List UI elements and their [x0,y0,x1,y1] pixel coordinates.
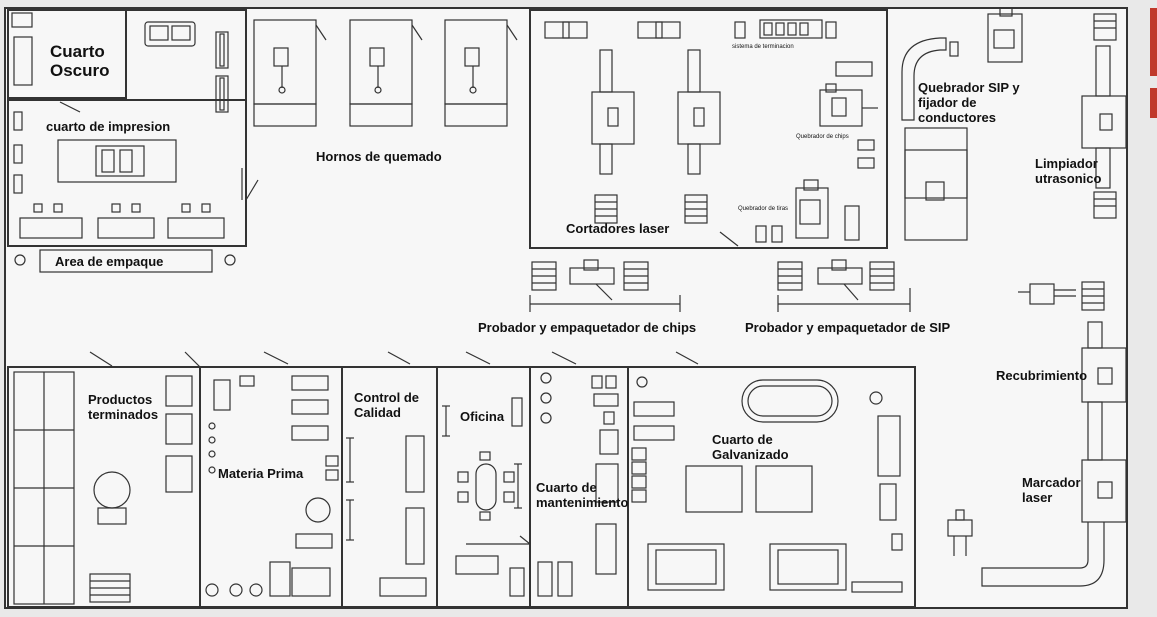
tray-stack-icon [1093,13,1117,41]
room-label-printing: cuarto de impresion [46,119,171,134]
door-icon [551,351,577,365]
tank-icon [741,379,839,423]
door-icon [719,231,739,247]
print-table [57,139,177,183]
terminal-block-icon [759,19,823,39]
conveyor-icon [981,522,1105,587]
robot-arm-icon [817,259,863,301]
room-label-darkroom: Cuarto Oscuro [50,42,110,80]
tray-stack-icon [684,194,708,224]
robot-arm-icon [1018,283,1076,305]
robot-arm-icon [987,7,1023,63]
tray-stack-icon [869,261,895,291]
furnace-icon [349,19,423,127]
door-icon [465,351,491,365]
duct-icon [901,37,947,121]
tray-stack-icon [89,573,131,603]
label-termination-system: sistema de terminacion [732,44,794,50]
room-label-ultrasonic-cleaner: Limpiador utrasonico [1035,156,1102,186]
tank-icon [769,543,847,591]
machine-icon [904,127,968,241]
room-label-galvanizing: Cuarto de Galvanizado [712,432,789,462]
room-laser-cutters [529,9,888,249]
door-icon [263,351,289,365]
laser-cutter-icon [677,49,721,175]
room-galvanizing [627,366,916,608]
conveyor-icon [1081,45,1127,189]
room-label-quality-control: Control de Calidad [354,390,419,420]
tray-stack-icon [1093,191,1117,219]
tank-icon [647,543,725,591]
building-floor [4,7,1128,609]
laser-cutter-icon [591,49,635,175]
label-laser-marker: Marcador laser [1022,475,1081,505]
tray-stack-icon [777,261,803,291]
label-strip-breaker: Quebrador de tiras [738,206,789,212]
label-chip-tester: Probador y empaquetador de chips [478,320,697,335]
robot-arm-icon [947,509,973,556]
label-chip-breaker: Quebrador de chips [796,134,849,140]
room-label-sip-breaker: Quebrador SIP y fijador de conductores [918,80,1020,125]
meeting-table-icon [457,451,515,521]
tray-stack-icon [594,194,618,224]
room-label-office: Oficina [460,409,505,424]
room-label-finished-products: Productos terminados [88,392,159,422]
sofa-icon [144,21,196,47]
packing-table [39,249,213,273]
room-darkroom [7,9,127,99]
door-icon [89,351,113,367]
chip-breaker-icon [819,83,878,127]
robot-arm-icon [569,259,615,301]
tray-stack-icon [623,261,649,291]
furnace-icon [253,19,327,127]
tray-stack-icon [531,261,557,291]
tray-stack-icon [1081,281,1105,311]
accent-mark-icon [1150,88,1157,118]
label-sip-tester: Probador y empaquetador de SIP [745,320,951,335]
room-label-packing: Area de empaque [55,254,164,269]
accent-mark-icon [1150,8,1157,76]
door-icon [184,351,201,368]
room-label-raw-material: Materia Prima [218,466,304,481]
room-label-maintenance: Cuarto de mantenimiento [536,480,629,510]
rack-icon [13,371,75,605]
column-icon [224,254,236,266]
door-icon [59,101,81,113]
furnace-icon [444,19,518,127]
room-label-laser-cutters: Cortadores laser [566,221,670,236]
room-label-furnaces: Hornos de quemado [316,149,442,164]
tank-icon [305,497,331,523]
door-icon [387,351,411,365]
column-icon [14,254,26,266]
door-icon [675,351,699,365]
label-coating: Recubrimiento [996,368,1088,383]
strip-breaker-icon [795,179,829,239]
printer-icon [95,145,145,177]
